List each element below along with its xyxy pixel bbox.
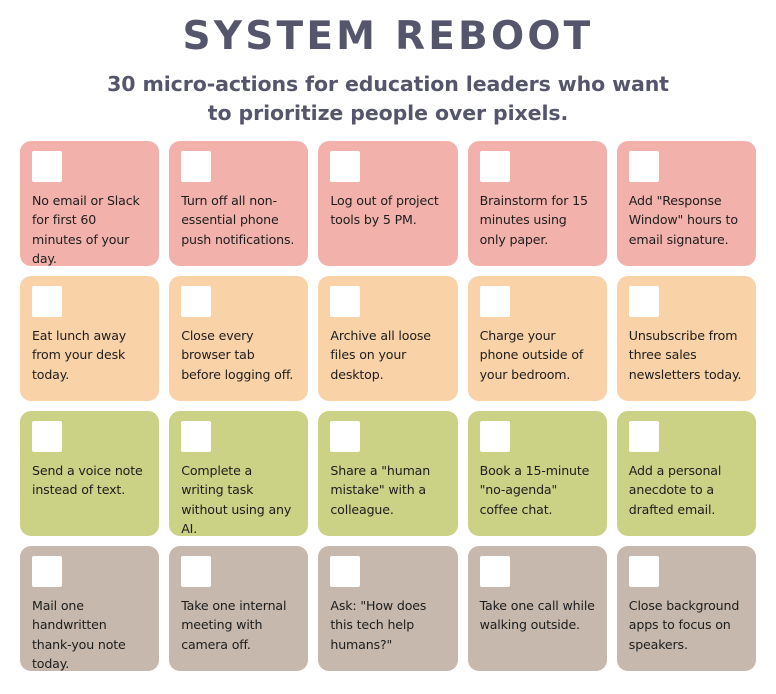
checklist-card-label: Mail one handwritten thank-you note toda… [32,598,126,671]
checklist-card-label: Brainstorm for 15 minutes using only pap… [479,193,588,247]
checklist-card[interactable]: Complete a writing task without using an… [169,411,309,537]
checklist-card-label: Send a voice note instead of text. [32,463,143,498]
checklist-card[interactable]: Eat lunch away from your desk today. [20,276,160,402]
checklist-card[interactable]: Charge your phone outside of your bedroo… [467,276,607,402]
checklist-card[interactable]: Brainstorm for 15 minutes using only pap… [467,141,607,267]
page-title: SYSTEM REBOOT [182,14,594,59]
checkbox-unchecked-icon[interactable] [479,286,510,318]
checklist-card[interactable]: Add a personal anecdote to a drafted ema… [616,411,756,537]
checkbox-unchecked-icon[interactable] [628,556,659,588]
checkbox-unchecked-icon[interactable] [181,151,212,183]
checklist-card[interactable]: Archive all loose files on your desktop. [318,276,458,402]
checklist-card-label: Close background apps to focus on speake… [628,598,740,652]
checklist-card-label: Add a personal anecdote to a drafted ema… [628,463,722,517]
checkbox-unchecked-icon[interactable] [628,421,659,453]
checklist-card[interactable]: Turn off all non-essential phone push no… [169,141,309,267]
checkbox-unchecked-icon[interactable] [479,421,510,453]
checklist-card[interactable]: Share a "human mistake" with a colleague… [318,411,458,537]
checklist-card-label: Log out of project tools by 5 PM. [330,193,439,228]
checklist-card-label: Complete a writing task without using an… [181,463,292,536]
checklist-card-label: No email or Slack for first 60 minutes o… [32,193,140,266]
checkbox-unchecked-icon[interactable] [628,286,659,318]
checkbox-unchecked-icon[interactable] [479,556,510,588]
checklist-card-label: Unsubscribe from three sales newsletters… [628,328,742,382]
checklist-card-label: Turn off all non-essential phone push no… [181,193,295,247]
checklist-card-label: Charge your phone outside of your bedroo… [479,328,584,382]
checklist-card-label: Ask: "How does this tech help humans?" [330,598,427,652]
checklist-card[interactable]: Book a 15-minute "no-agenda" coffee chat… [467,411,607,537]
checkbox-unchecked-icon[interactable] [181,556,212,588]
checkbox-unchecked-icon[interactable] [330,286,361,318]
checklist-card-label: Close every browser tab before logging o… [181,328,294,382]
checklist-card[interactable]: Mail one handwritten thank-you note toda… [20,546,160,672]
checklist-card-label: Add "Response Window" hours to email sig… [628,193,738,247]
checklist-card[interactable]: Ask: "How does this tech help humans?" [318,546,458,672]
checklist-card-label: Take one internal meeting with camera of… [181,598,287,652]
checklist-card[interactable]: Send a voice note instead of text. [20,411,160,537]
checklist-card[interactable]: Unsubscribe from three sales newsletters… [616,276,756,402]
checkbox-unchecked-icon[interactable] [32,556,62,588]
checkbox-unchecked-icon[interactable] [32,421,62,453]
checklist-card[interactable]: Close background apps to focus on speake… [616,546,756,672]
checkbox-unchecked-icon[interactable] [479,151,510,183]
checklist-card[interactable]: Log out of project tools by 5 PM. [318,141,458,267]
checkbox-unchecked-icon[interactable] [32,286,62,318]
page-header: SYSTEM REBOOT 30 micro-actions for educa… [0,0,776,128]
checkbox-unchecked-icon[interactable] [330,421,361,453]
checklist-card[interactable]: Take one internal meeting with camera of… [169,546,309,672]
checkbox-unchecked-icon[interactable] [330,151,361,183]
checklist-card-label: Share a "human mistake" with a colleague… [330,463,431,517]
page-subtitle: 30 micro-actions for education leaders w… [107,72,669,126]
checklist-card[interactable]: No email or Slack for first 60 minutes o… [20,141,160,267]
checklist-card[interactable]: Add "Response Window" hours to email sig… [616,141,756,267]
checkbox-unchecked-icon[interactable] [32,151,62,183]
checklist-card-label: Book a 15-minute "no-agenda" coffee chat… [479,463,590,517]
checkbox-unchecked-icon[interactable] [181,286,212,318]
checklist-card[interactable]: Take one call while walking outside. [467,546,607,672]
checkbox-unchecked-icon[interactable] [330,556,361,588]
checklist-card-label: Archive all loose files on your desktop. [330,328,431,382]
checklist-grid: No email or Slack for first 60 minutes o… [0,141,776,672]
checkbox-unchecked-icon[interactable] [181,421,212,453]
checklist-card-label: Take one call while walking outside. [479,598,595,633]
checklist-card[interactable]: Close every browser tab before logging o… [169,276,309,402]
checklist-card-label: Eat lunch away from your desk today. [32,328,127,382]
checkbox-unchecked-icon[interactable] [628,151,659,183]
